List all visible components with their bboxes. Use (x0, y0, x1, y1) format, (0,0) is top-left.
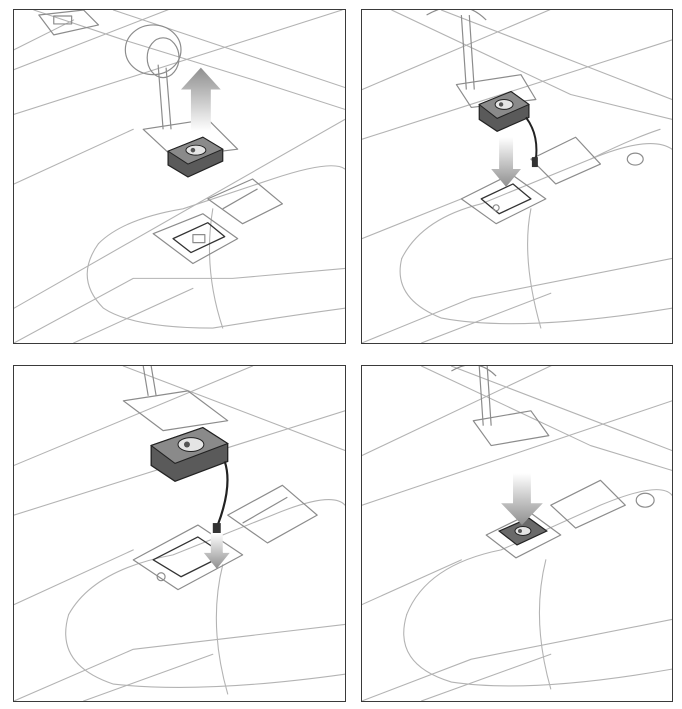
receiver-module (478, 90, 530, 132)
receiver-module (150, 426, 229, 483)
wing-illustration (362, 366, 672, 701)
cable (216, 461, 229, 526)
wing-illustration (362, 10, 672, 343)
panel-step-2 (361, 9, 673, 344)
arrow-up-icon (180, 67, 221, 132)
wing-illustration (14, 366, 345, 701)
receiver-module (497, 517, 548, 546)
arrow-down-icon (491, 137, 521, 187)
cable (525, 116, 538, 160)
cable-plug (531, 157, 538, 168)
cable-plug (212, 523, 221, 535)
panel-step-4 (361, 365, 673, 702)
panel-step-1 (13, 9, 346, 344)
arrow-down-icon (203, 533, 230, 569)
panel-step-3 (13, 365, 346, 702)
receiver-module (166, 136, 224, 178)
arrow-down-icon (501, 473, 543, 526)
wing-illustration (14, 10, 345, 343)
